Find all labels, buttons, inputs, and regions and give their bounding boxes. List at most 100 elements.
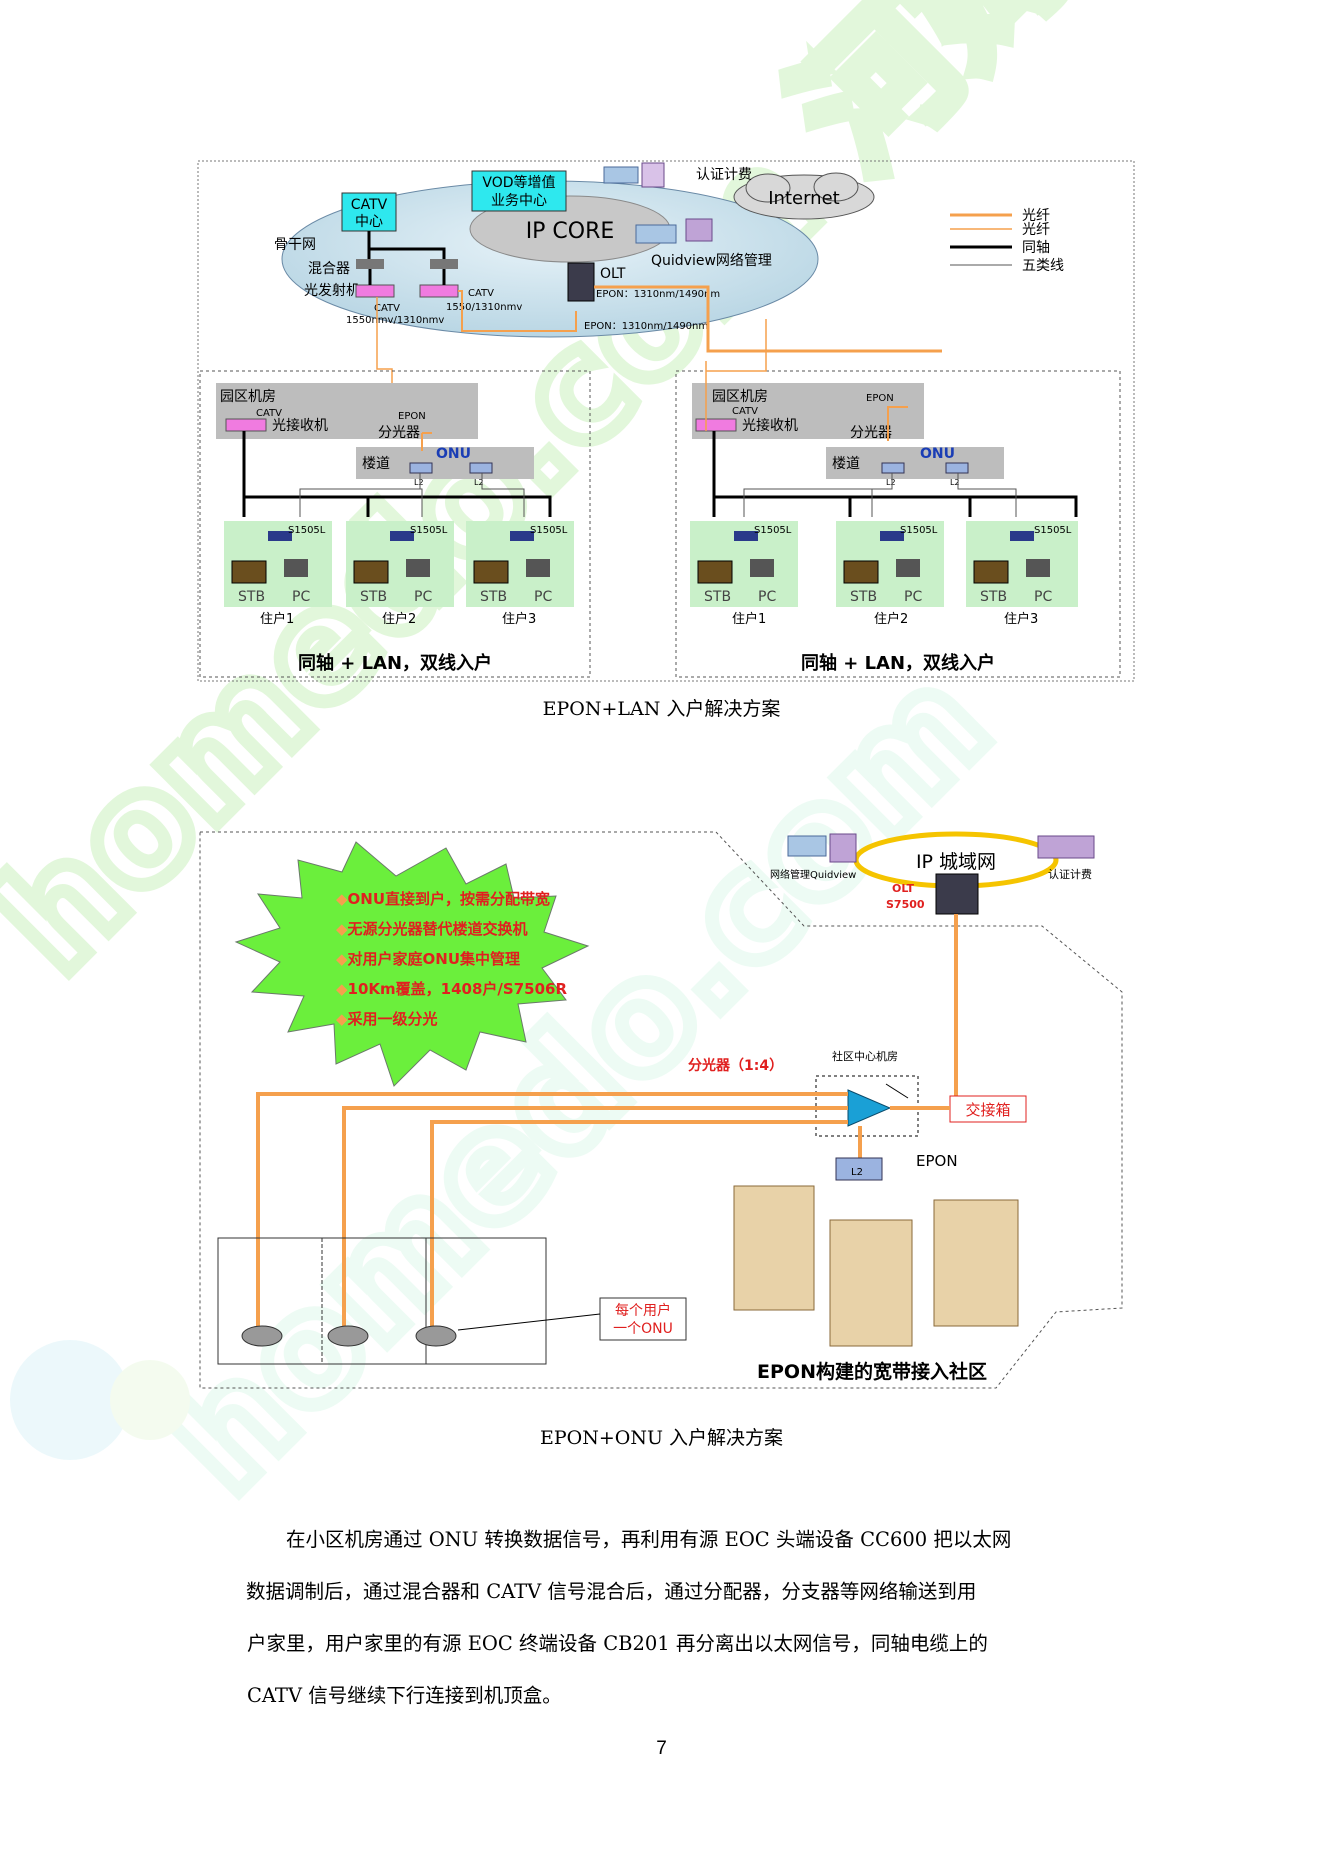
catv-right-2: 1550/1310nmv <box>446 302 522 313</box>
stb-label: STB <box>480 589 507 605</box>
pc-label: PC <box>292 589 310 605</box>
splitter-label: 分光器 <box>378 425 420 441</box>
para-line-4: CATV 信号继续下行连接到机顶盒。 <box>247 1684 562 1707</box>
per-user-box <box>599 1297 687 1341</box>
park-room-label: 园区机房 <box>712 389 768 405</box>
site-epon: EPON <box>398 411 426 422</box>
per-user-2: 一个ONU <box>613 1321 673 1337</box>
catv-left-1: CATV <box>374 303 400 314</box>
catv-center-label-2: 中心 <box>355 214 383 230</box>
l2-label-left: L2 <box>886 478 896 487</box>
para-line-2: 数据调制后，通过混合器和 CATV 信号混合后，通过分配器，分支器等网络输送到用 <box>246 1580 977 1603</box>
home-2: S1505L STB PC <box>346 521 454 607</box>
transmitter-left <box>355 284 395 298</box>
quidview-label: Quidview网络管理 <box>651 253 772 269</box>
bullet-2: ◆无源分光器替代楼道交换机 <box>336 920 528 938</box>
mixer-left <box>356 259 384 269</box>
fig1-caption: EPON+LAN 入户解决方案 <box>542 698 781 720</box>
home-1: S1505L STB PC <box>224 521 332 607</box>
vod-label-2: 业务中心 <box>491 193 547 209</box>
pc-icon <box>284 559 308 577</box>
building-icon-1 <box>733 1185 815 1311</box>
l2-label: L2 <box>851 1167 863 1178</box>
auth-label: 认证计费 <box>1048 868 1092 881</box>
tv-icon <box>231 560 267 584</box>
receiver-device <box>225 418 267 432</box>
pc-label: PC <box>758 589 776 605</box>
corridor-label: 楼道 <box>832 456 860 472</box>
auth-server-icon <box>1037 835 1095 859</box>
home-label-1: 住户1 <box>260 611 294 627</box>
home-label-3: 住户3 <box>502 611 536 627</box>
s1505l-label: S1505L <box>1034 525 1072 536</box>
bullet-5: ◆采用一级分光 <box>336 1010 438 1028</box>
onu-label: ONU <box>436 446 471 462</box>
features-callout <box>234 841 590 1087</box>
s1505l-label: S1505L <box>288 525 326 536</box>
site-caption: 同轴 + LAN，双线入户 <box>801 652 995 674</box>
ip-core-label: IP CORE <box>526 219 615 244</box>
s1505l-label: S1505L <box>900 525 938 536</box>
bullet-3: ◆对用户家庭ONU集中管理 <box>336 950 520 968</box>
stb-label: STB <box>850 589 877 605</box>
pc-label: PC <box>414 589 432 605</box>
l2-label-right: L2 <box>474 478 484 487</box>
olt-epon-label: EPON：1310nm/1490nm <box>596 289 720 300</box>
park-room-label: 园区机房 <box>220 389 276 405</box>
transmitter-label: 光发射机 <box>304 283 360 299</box>
olt-device <box>567 262 595 302</box>
body-paragraph: 在小区机房通过 ONU 转换数据信号，再利用有源 EOC 头端设备 CC600 … <box>246 1514 1123 1722</box>
auth-server-icon <box>603 162 665 188</box>
backbone-label: 骨干网 <box>274 237 316 253</box>
site-group-1: 园区机房 CATV EPON 光接收机 分光器 楼道 ONU L2 L2 S15… <box>199 370 591 678</box>
vod-center-box <box>471 170 567 212</box>
pointer-arrow <box>885 1083 909 1099</box>
pc-label: PC <box>1034 589 1052 605</box>
home-label-2: 住户2 <box>874 611 908 627</box>
netmgmt-label: 网络管理Quidview <box>770 868 856 881</box>
splitter-icon <box>847 1089 892 1127</box>
community-title: EPON构建的宽带接入社区 <box>757 1360 987 1383</box>
site-caption: 同轴 + LAN，双线入户 <box>298 652 492 674</box>
house-grid <box>217 1237 547 1365</box>
home-label-1: 住户1 <box>732 611 766 627</box>
s1505l-switch <box>268 531 292 541</box>
corridor-label: 楼道 <box>362 456 390 472</box>
l2-label-right: L2 <box>950 478 960 487</box>
s1505l-label: S1505L <box>754 525 792 536</box>
building-icon-2 <box>829 1219 913 1347</box>
onu-device-icon <box>415 1325 457 1347</box>
splitter-label: 分光器（1:4） <box>688 1057 783 1074</box>
catv-right-1: CATV <box>468 288 494 299</box>
olt-label: OLT <box>600 266 626 282</box>
home-label-2: 住户2 <box>382 611 416 627</box>
site-catv: CATV <box>256 408 282 419</box>
stb-label: STB <box>360 589 387 605</box>
receiver-label: 光接收机 <box>742 417 798 434</box>
olt-device <box>935 873 979 915</box>
outer-frame <box>197 160 1135 682</box>
community-room-label: 社区中心机房 <box>832 1049 898 1063</box>
building-icon-3 <box>933 1199 1019 1327</box>
netmgmt-pc-icon <box>787 833 857 863</box>
page-number: 7 <box>656 1738 667 1759</box>
mixer-right <box>430 259 458 269</box>
epon-below-label: EPON：1310nm/1490nm <box>584 321 708 332</box>
pc-label: PC <box>534 589 552 605</box>
legend-fiber-thin: 光纤 <box>1022 222 1050 238</box>
l2-label-left: L2 <box>414 478 424 487</box>
onu-device-icon <box>327 1325 369 1347</box>
per-user-1: 每个用户 <box>615 1302 671 1319</box>
transmitter-right <box>419 284 459 298</box>
internet-cloud-icon <box>733 172 875 220</box>
corridor-box <box>356 447 534 479</box>
epon-lan-diagram: IP CORE Internet CATV 中心 VOD等增值 业务中心 认证计… <box>197 160 1135 682</box>
auth-label: 认证计费 <box>696 167 752 183</box>
cross-box-label: 交接箱 <box>965 1101 1010 1119</box>
stb-label: STB <box>238 589 265 605</box>
onu-l2-left <box>409 462 433 474</box>
site-epon: EPON <box>866 393 894 404</box>
para-line-3: 户家里，用户家里的有源 EOC 终端设备 CB201 再分离出以太网信号，同轴电… <box>247 1632 988 1655</box>
catv-center-label-1: CATV <box>351 197 388 213</box>
site-group-2: 园区机房 CATV EPON 光接收机 分光器 楼道 ONU L2 L2 S15… <box>675 319 1121 678</box>
